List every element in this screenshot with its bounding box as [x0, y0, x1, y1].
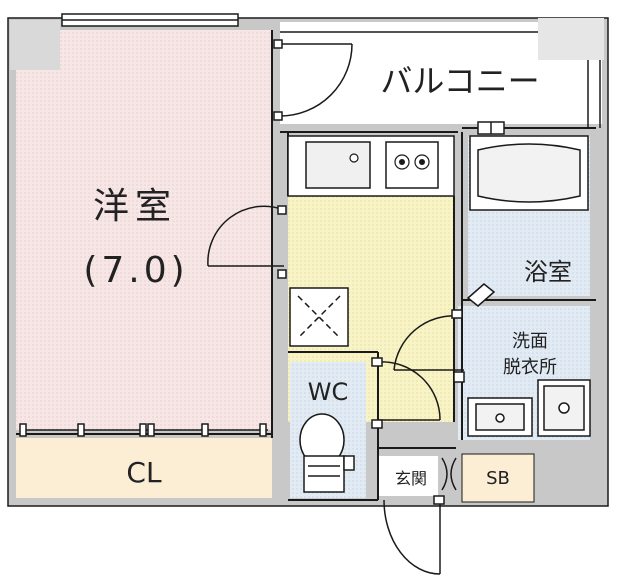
bathtub: [469, 121, 589, 211]
closet-floor: [16, 438, 272, 498]
washroom-label-line2: 脱衣所: [503, 357, 557, 378]
balcony-corner-column: [538, 18, 604, 60]
toilet-door-swing: [371, 357, 441, 429]
bathroom-door: [466, 283, 496, 307]
toilet-label: WC: [308, 378, 349, 406]
entrance-floor: [378, 456, 438, 496]
kitchen-counter: [287, 135, 455, 197]
shoe-box-label: SB: [486, 468, 510, 489]
sink: [305, 141, 371, 189]
shoe-box: [461, 453, 535, 503]
entrance-door-swing: [383, 495, 445, 575]
entrance-step: [441, 457, 457, 491]
toilet-fixture: [299, 413, 355, 493]
washroom-door-swing: [393, 309, 465, 383]
appliance-space: [289, 287, 349, 347]
western-room-corner-column: [10, 20, 60, 70]
washroom-label-line1: 洗面: [512, 331, 548, 352]
closet-label: CL: [126, 456, 162, 489]
room-door-swing: [207, 205, 287, 279]
bathroom-label: 浴室: [524, 258, 572, 286]
balcony-door-swing: [273, 39, 353, 121]
entrance-label: 玄関: [395, 469, 427, 488]
stove: [385, 141, 439, 189]
closet-doors: [19, 423, 268, 437]
washer-pan: [537, 379, 591, 437]
balcony-label: バルコニー: [380, 62, 539, 100]
top-window: [61, 13, 239, 27]
western-room-label: 洋室: [93, 186, 177, 227]
wash-basin: [467, 397, 533, 437]
western-room-floor: [16, 30, 272, 430]
western-room-size-label: (7.0): [83, 250, 188, 291]
